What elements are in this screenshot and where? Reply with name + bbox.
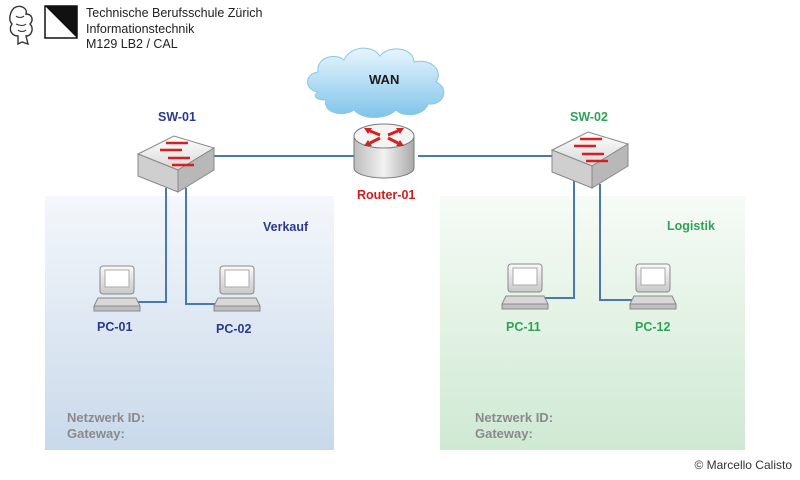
zone-right-gateway-label: Gateway:	[475, 426, 533, 441]
link-sw02-pc11	[544, 180, 575, 299]
header-line-department: Informationstechnik	[86, 21, 195, 36]
pc02-label: PC-02	[216, 322, 252, 336]
pc11-label: PC-11	[506, 320, 541, 334]
link-sw01-pc01	[138, 188, 167, 303]
link-sw02-pc12	[599, 184, 632, 301]
zone-logistik	[440, 196, 745, 450]
header-line-module: M129 LB2 / CAL	[86, 37, 178, 51]
sw01-label: SW-01	[158, 110, 196, 124]
zone-right-name: Logistik	[667, 219, 715, 233]
header-line-school: Technische Berufsschule Zürich	[86, 6, 263, 20]
zurich-coat-of-arms-icon	[44, 5, 78, 39]
router-label: Router-01	[357, 188, 416, 202]
link-sw01-pc02	[185, 188, 216, 305]
network-links	[138, 155, 632, 305]
zone-left-gateway-label: Gateway:	[67, 426, 125, 441]
zurich-lion-logo-icon	[9, 5, 33, 46]
pc-01-icon	[93, 265, 141, 312]
zone-verkauf	[45, 196, 334, 450]
zone-left-name: Verkauf	[263, 220, 309, 234]
zone-left-netinfo: Netzwerk ID: Gateway:	[67, 410, 145, 442]
switch-sw01-icon	[136, 135, 216, 193]
wan-label: WAN	[369, 72, 400, 87]
router-icon	[353, 123, 415, 179]
document-header: Technische Berufsschule Zürich Informati…	[0, 0, 400, 60]
switch-sw02-icon	[550, 131, 630, 189]
zone-left-network-id-label: Netzwerk ID:	[67, 410, 146, 425]
header-text: Technische Berufsschule Zürich Informati…	[86, 6, 262, 53]
pc-12-icon	[629, 263, 677, 310]
wan-cloud-icon	[307, 47, 445, 118]
pc-11-icon	[501, 263, 549, 310]
pc01-label: PC-01	[97, 320, 133, 334]
copyright-text: © Marcello Calisto	[694, 458, 792, 472]
zone-right-netinfo: Netzwerk ID: Gateway:	[475, 410, 553, 442]
sw02-label: SW-02	[570, 110, 608, 124]
zone-right-network-id-label: Netzwerk ID:	[475, 410, 554, 425]
pc-02-icon	[213, 265, 261, 312]
pc12-label: PC-12	[635, 320, 671, 334]
